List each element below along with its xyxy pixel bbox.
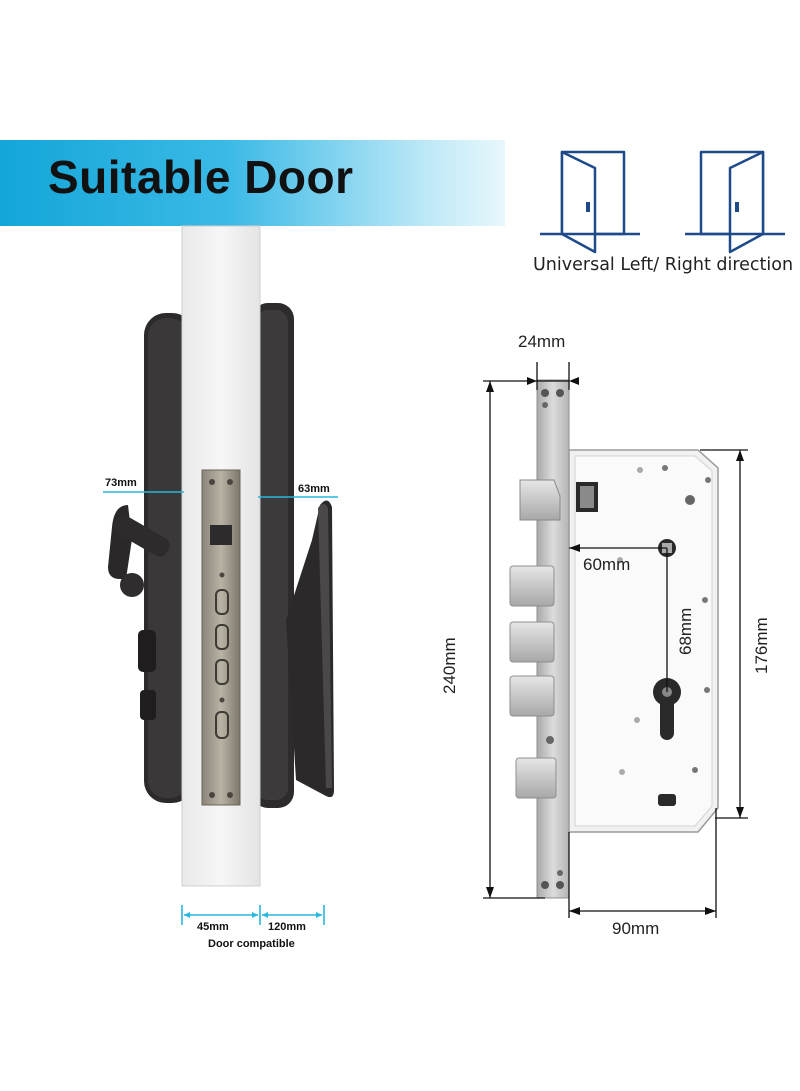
dim-center-distance: 68mm: [676, 607, 695, 655]
dim-case-height: 176mm: [752, 617, 771, 674]
door-dimension-lines: [103, 491, 338, 925]
banner-title: Suitable Door: [48, 151, 354, 203]
title-banner: [0, 140, 505, 226]
door-compatible-label: Door compatible: [208, 938, 295, 950]
dim-backset: 60mm: [583, 555, 631, 574]
dim-faceplate-width: 24mm: [518, 332, 566, 351]
dim-case-width: 90mm: [612, 919, 660, 938]
dim-door-thickness-max: 120mm: [268, 921, 306, 933]
dim-interior-depth: 73mm: [105, 477, 137, 489]
lock-faceplate: [201, 469, 241, 806]
left-door-icon: [540, 150, 640, 254]
exterior-lock-body: [252, 303, 334, 808]
direction-caption: Universal Left/ Right direction: [533, 255, 794, 275]
interior-lock-body: [108, 313, 194, 803]
dim-exterior-depth: 63mm: [298, 483, 330, 495]
mortise-dimension-lines: [483, 362, 748, 918]
right-door-icon: [685, 150, 785, 254]
dim-total-height: 240mm: [440, 637, 459, 694]
dim-door-thickness-min: 45mm: [197, 921, 229, 933]
